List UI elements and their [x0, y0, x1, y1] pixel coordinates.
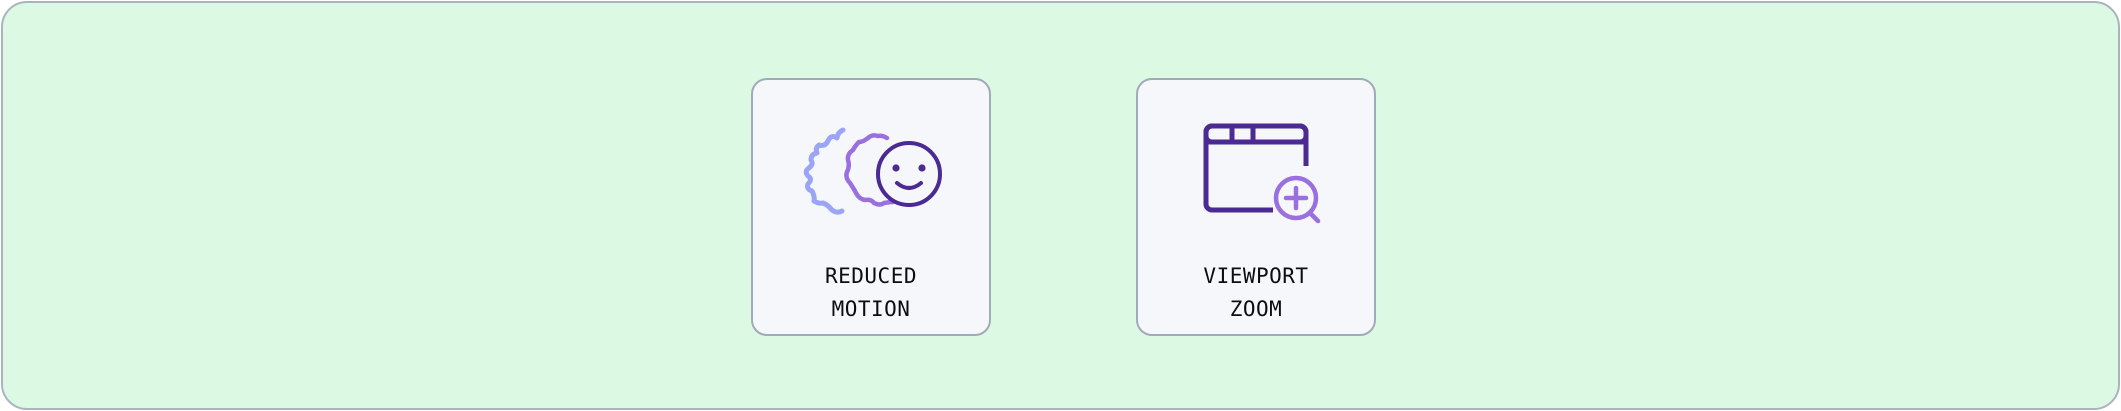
label-line-1: VIEWPORT — [1203, 264, 1309, 288]
reduced-motion-card[interactable]: REDUCED MOTION — [751, 78, 991, 336]
viewport-zoom-icon — [1138, 118, 1374, 230]
label-line-2: MOTION — [831, 297, 911, 321]
reduced-motion-label: REDUCED MOTION — [753, 260, 989, 326]
label-line-1: REDUCED — [824, 264, 917, 288]
label-line-2: ZOOM — [1229, 297, 1283, 321]
viewport-zoom-label: VIEWPORT ZOOM — [1138, 260, 1374, 326]
viewport-zoom-card[interactable]: VIEWPORT ZOOM — [1136, 78, 1376, 336]
reduced-motion-icon — [753, 118, 989, 230]
